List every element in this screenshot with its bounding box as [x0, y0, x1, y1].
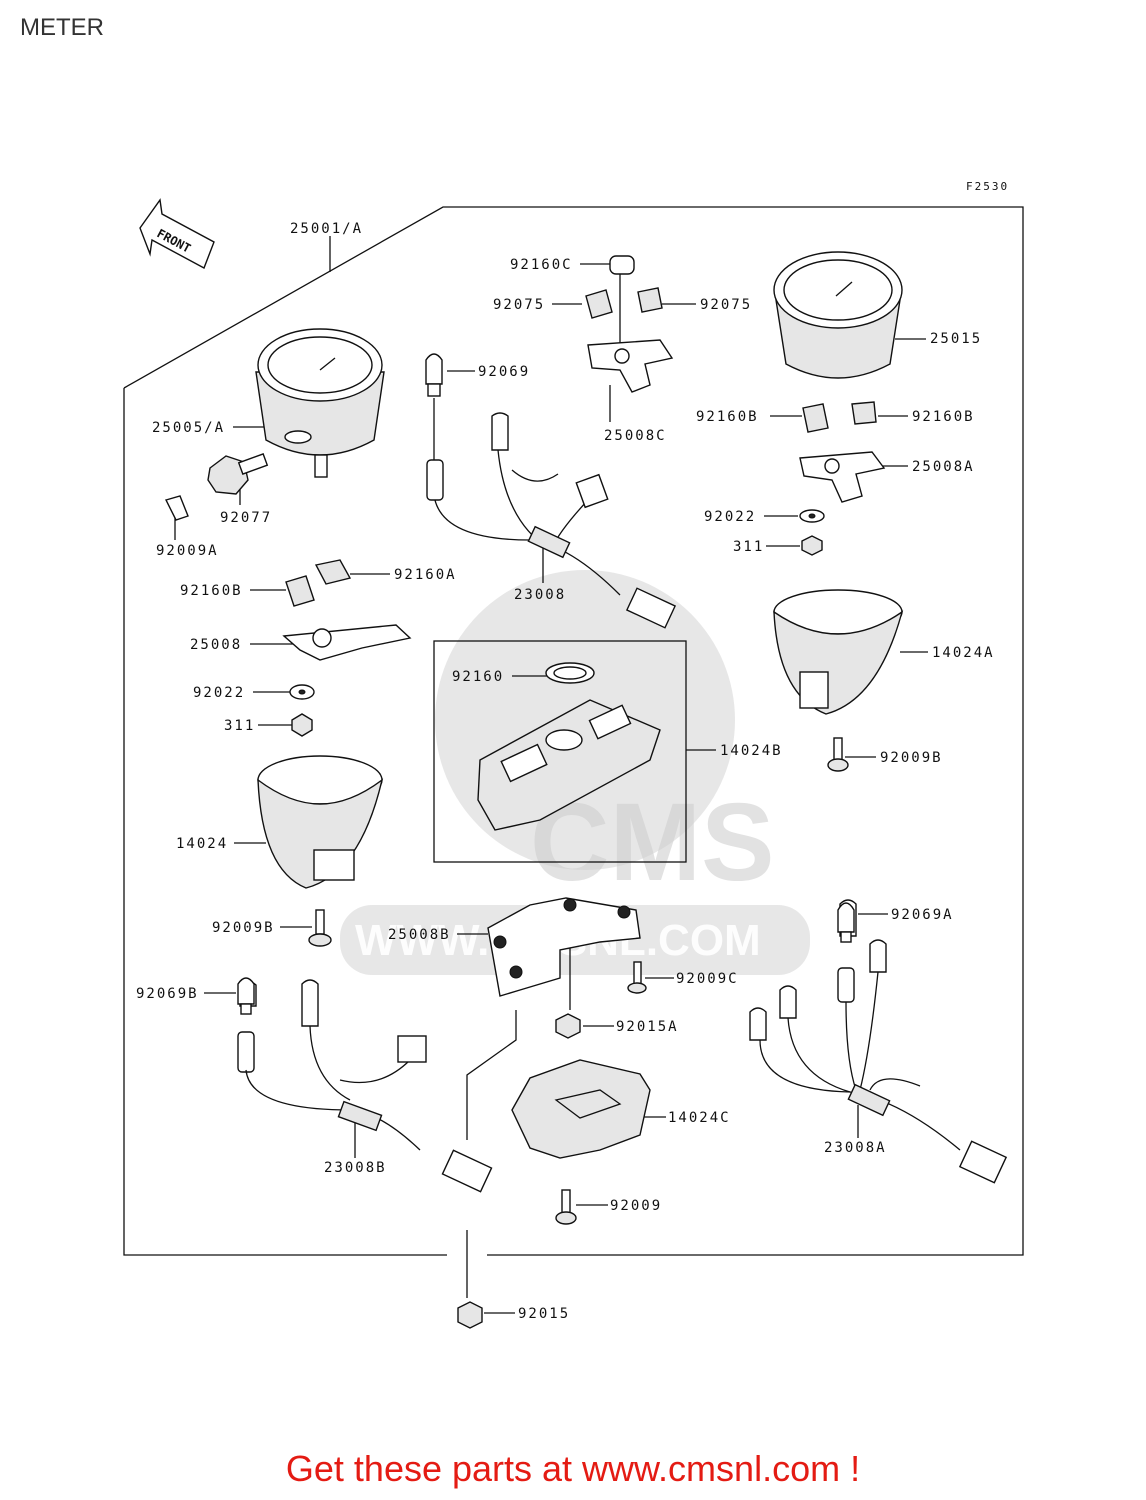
label-92160B-left: 92160B	[180, 583, 243, 599]
label-92022-left: 92022	[193, 685, 245, 701]
parts-diagram: CMS WWW.CMSNL.COM F2530 FRONT	[123, 180, 1024, 1329]
label-92077: 92077	[220, 510, 272, 526]
part-labels: 25001/A 92160C 92075 92075 25015 92069 2…	[136, 221, 995, 1322]
front-arrow-icon: FRONT	[139, 198, 215, 269]
label-92069: 92069	[478, 364, 530, 380]
bracket-25008B	[487, 897, 641, 997]
label-92022-right: 92022	[704, 509, 756, 525]
label-14024B: 14024B	[720, 743, 783, 759]
label-311-right: 311	[733, 539, 764, 555]
bulbs-92069A-92069B	[237, 902, 855, 1015]
label-14024C: 14024C	[668, 1110, 731, 1126]
label-25008C: 25008C	[604, 428, 667, 444]
label-23008: 23008	[514, 587, 566, 603]
lower-cover-14024C	[511, 1059, 651, 1159]
page-title: METER	[20, 14, 104, 41]
label-92009B-right: 92009B	[880, 750, 943, 766]
label-25015: 25015	[930, 331, 982, 347]
label-92075-right: 92075	[700, 297, 752, 313]
fasteners	[308, 737, 849, 1329]
label-92009B-left: 92009B	[212, 920, 275, 936]
label-92160A: 92160A	[394, 567, 457, 583]
harness-23008A	[749, 899, 1008, 1184]
harness-23008	[426, 412, 677, 629]
meter-cover-14024A	[773, 589, 904, 715]
label-92069B: 92069B	[136, 986, 199, 1002]
label-23008B: 23008B	[324, 1160, 387, 1176]
figure-code: F2530	[966, 180, 1009, 193]
label-92009A: 92009A	[156, 543, 219, 559]
label-14024: 14024	[176, 836, 228, 852]
meter-cover-14024	[257, 755, 384, 889]
speedometer-25005	[255, 328, 385, 478]
label-92009: 92009	[610, 1198, 662, 1214]
meter-case-14024B	[477, 662, 661, 831]
label-25008: 25008	[190, 637, 242, 653]
small-parts	[164, 255, 886, 737]
label-92075-left: 92075	[493, 297, 545, 313]
label-92160B-right-b: 92160B	[912, 409, 975, 425]
label-92009C: 92009C	[676, 971, 739, 987]
label-25005A: 25005/A	[152, 420, 225, 436]
label-23008A: 23008A	[824, 1140, 887, 1156]
tachometer-25015	[773, 251, 903, 379]
leader-lines	[174, 236, 928, 1314]
label-311-left: 311	[224, 718, 255, 734]
label-25008A: 25008A	[912, 459, 975, 475]
label-92160B-right-a: 92160B	[696, 409, 759, 425]
label-25008B: 25008B	[388, 927, 451, 943]
label-92160C: 92160C	[510, 257, 573, 273]
label-92069A: 92069A	[891, 907, 954, 923]
harness-23008B	[237, 979, 493, 1193]
parts-promo-link[interactable]: Get these parts at www.cmsnl.com !	[285, 1448, 861, 1489]
label-14024A: 14024A	[932, 645, 995, 661]
label-92160: 92160	[452, 669, 504, 685]
label-25001A: 25001/A	[290, 221, 363, 237]
label-92015A: 92015A	[616, 1019, 679, 1035]
assembly-outline	[123, 206, 1024, 1256]
label-92015: 92015	[518, 1306, 570, 1322]
